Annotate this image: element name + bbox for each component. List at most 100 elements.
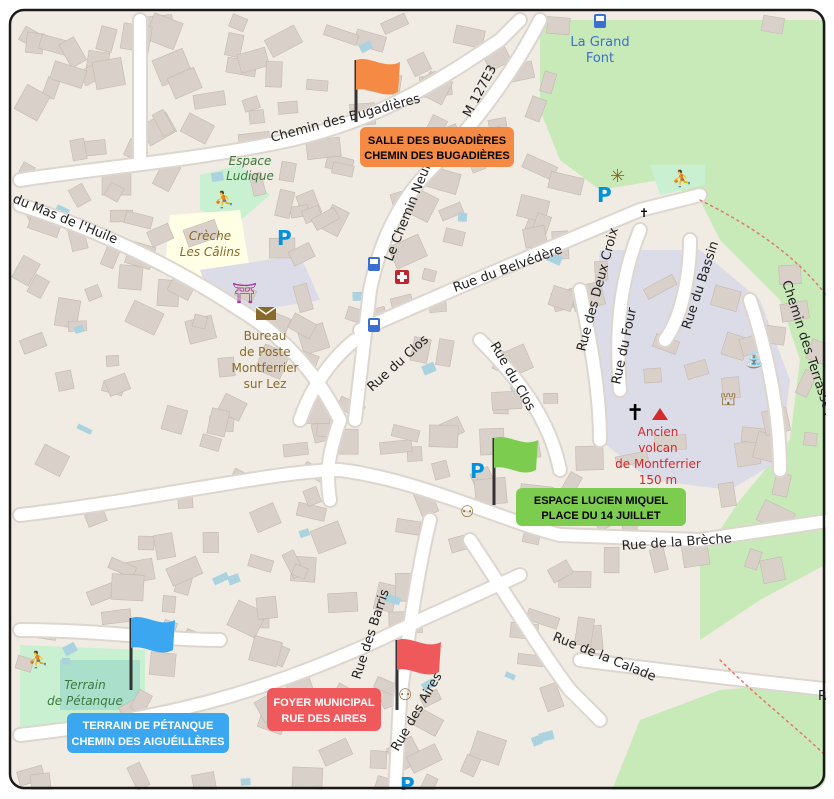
building	[295, 501, 328, 522]
church-icon[interactable]: ✝	[626, 401, 644, 426]
pool	[226, 573, 241, 586]
viewpoint-icon[interactable]: ✳	[610, 166, 625, 187]
building	[473, 476, 508, 507]
building	[395, 518, 421, 536]
building	[428, 424, 459, 448]
building	[302, 486, 322, 507]
map-border	[8, 8, 826, 790]
building	[241, 95, 261, 113]
callout-blue[interactable]: TERRAIN DE PÉTANQUE CHEMIN DES AIGUÉILLÈ…	[67, 616, 229, 753]
post-office-icon[interactable]	[255, 306, 277, 320]
callout-green-line1: ESPACE LUCIEN MIQUEL	[534, 495, 669, 507]
poi-volcano-line2: volcan	[638, 441, 677, 455]
building	[419, 688, 442, 708]
poi-petanque-line2: de Pétanque	[47, 694, 123, 708]
building	[49, 60, 88, 89]
building	[546, 16, 571, 36]
building	[291, 563, 309, 580]
pool	[420, 678, 436, 692]
bus-stop-icon[interactable]	[368, 318, 380, 332]
building	[327, 591, 359, 614]
building	[409, 336, 432, 364]
pharmacy-icon[interactable]	[395, 270, 409, 284]
callout-red-line1: FOYER MUNICIPAL	[273, 697, 375, 709]
peak-icon[interactable]	[652, 408, 668, 420]
building	[254, 343, 291, 380]
callout-orange[interactable]: SALLE DES BUGADIÈRES CHEMIN DES BUGADIÈR…	[354, 58, 514, 167]
building	[192, 90, 227, 110]
building	[236, 46, 270, 74]
callout-blue-line2: CHEMIN DES AIGUÉILLÈRES	[72, 735, 225, 748]
building	[228, 13, 249, 33]
building	[199, 433, 223, 452]
water-features	[54, 40, 564, 786]
parking-icon[interactable]: P	[597, 183, 612, 207]
building	[573, 616, 596, 647]
building	[452, 24, 486, 49]
poi-creche-line2: Les Câlins	[180, 245, 240, 259]
building	[117, 264, 144, 291]
poi-bureau-line1: Bureau	[244, 329, 287, 343]
community-center-icon[interactable]: ⚇	[398, 685, 412, 704]
building	[379, 439, 413, 455]
building	[387, 233, 428, 270]
building	[594, 260, 609, 281]
pool	[457, 212, 468, 222]
building	[91, 57, 126, 90]
school-icon[interactable]: ⛩	[232, 281, 257, 305]
building	[459, 753, 482, 778]
building	[217, 356, 236, 378]
callout-red[interactable]: FOYER MUNICIPAL RUE DES AIRES	[267, 638, 441, 731]
building	[710, 284, 742, 312]
poi-bureau-line3: Montferrier	[232, 361, 299, 375]
parking-icon[interactable]: P	[277, 226, 292, 250]
building	[468, 730, 508, 766]
bus-stop-icon[interactable]	[594, 14, 606, 28]
playground-icon[interactable]: ⛹	[672, 169, 692, 188]
building	[137, 535, 155, 551]
pool	[538, 730, 555, 743]
building	[643, 367, 663, 384]
building	[642, 273, 678, 300]
monument-icon[interactable]: ⛫	[720, 389, 737, 410]
bus-stop-icon[interactable]	[368, 257, 380, 271]
building	[105, 354, 120, 367]
building	[247, 553, 275, 573]
building	[287, 241, 316, 267]
callout-green[interactable]: ESPACE LUCIEN MIQUEL PLACE DU 14 JUILLET	[492, 436, 686, 526]
building	[380, 12, 410, 35]
parking-icon[interactable]: P	[400, 773, 415, 795]
building	[310, 206, 341, 231]
pool	[504, 671, 516, 681]
building	[717, 481, 737, 508]
building	[69, 137, 88, 162]
poi-espace-ludique-line2: Ludique	[226, 169, 274, 183]
building	[760, 14, 785, 35]
building	[546, 559, 574, 584]
parking-icon[interactable]: P	[470, 459, 485, 483]
building	[778, 264, 802, 286]
building	[55, 369, 75, 392]
pool	[62, 641, 78, 657]
building	[274, 188, 296, 219]
building	[226, 599, 267, 639]
building	[759, 556, 786, 585]
petanque-pitch	[60, 660, 140, 710]
building	[720, 376, 741, 400]
building	[438, 201, 465, 222]
poi-bureau-line4: sur Lez	[244, 377, 287, 391]
building	[161, 595, 177, 613]
playground-icon[interactable]: ⛹	[28, 650, 48, 669]
building	[603, 546, 620, 574]
building	[160, 404, 189, 435]
building	[34, 443, 71, 477]
building	[305, 78, 329, 92]
building	[323, 24, 360, 46]
community-center-icon[interactable]: ⚇	[460, 502, 474, 521]
building	[100, 608, 132, 625]
building	[794, 368, 818, 398]
playground-icon[interactable]: ⛹	[214, 190, 234, 209]
fountain-icon[interactable]: ⛲	[744, 350, 764, 369]
